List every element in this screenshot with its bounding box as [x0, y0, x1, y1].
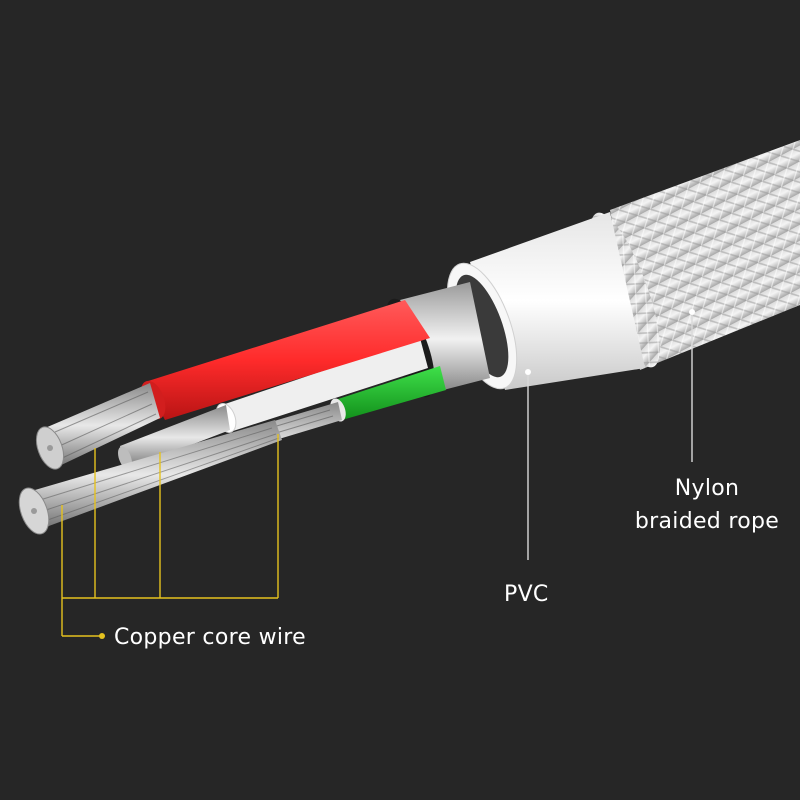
copper-callout-dot — [99, 633, 105, 639]
nylon-callout-line — [689, 309, 695, 462]
pvc-callout-line — [525, 369, 531, 560]
bare-copper-strand — [18, 420, 282, 535]
pvc-label: PVC — [504, 582, 549, 607]
nylon-label-line1: Nylon — [674, 476, 740, 501]
nylon-label-line2: braided rope — [634, 509, 780, 534]
white-wire — [118, 338, 428, 470]
copper-callout-lines — [61, 434, 279, 637]
copper-core-wire-label: Copper core wire — [114, 625, 306, 650]
nylon-braided-rope-label: Nylon braided rope — [632, 472, 782, 538]
red-wire — [35, 300, 430, 470]
